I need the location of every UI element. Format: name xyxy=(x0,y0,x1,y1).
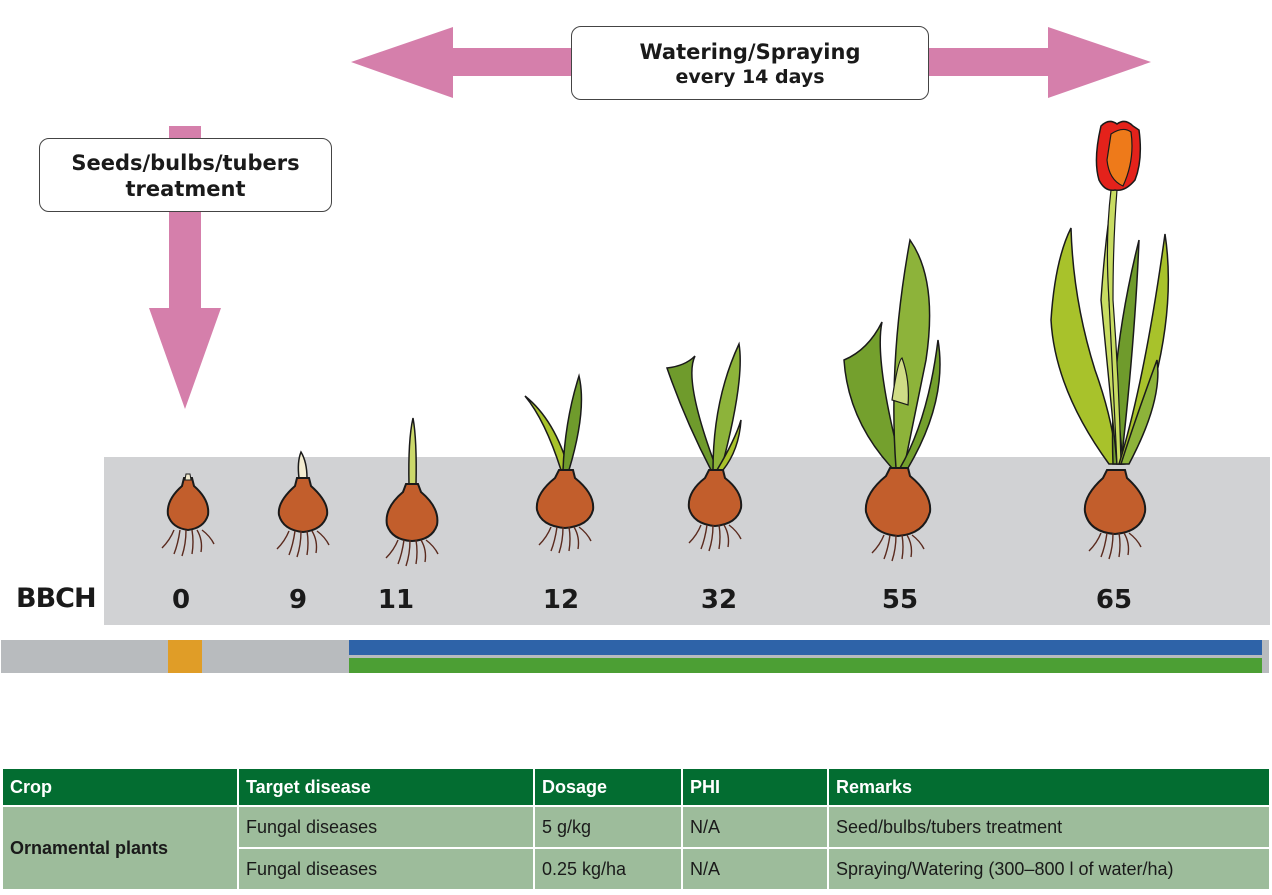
dosage-cell: 5 g/kg xyxy=(533,805,683,849)
header-dosage: Dosage xyxy=(533,767,683,807)
watering-callout-interval: every 14 days xyxy=(675,66,825,88)
header-phi: PHI xyxy=(681,767,829,807)
watering-bar xyxy=(349,640,1262,655)
bbch-stage-55: 55 xyxy=(881,585,919,615)
watering-callout-title: Watering/Spraying xyxy=(639,40,861,64)
table-row: Fungal diseases 0.25 kg/ha N/A Spraying/… xyxy=(2,847,1271,891)
header-target-disease: Target disease xyxy=(237,767,535,807)
header-remarks: Remarks xyxy=(827,767,1271,807)
remarks-cell: Seed/bulbs/tubers treatment xyxy=(827,805,1271,849)
bbch-stage-12: 12 xyxy=(542,585,580,615)
plant-stage-12 xyxy=(524,373,595,554)
bbch-stage-65: 65 xyxy=(1095,585,1133,615)
header-crop: Crop xyxy=(1,767,239,807)
remarks-cell: Spraying/Watering (300–800 l of water/ha… xyxy=(827,847,1271,891)
crop-cell: Ornamental plants xyxy=(1,805,239,891)
dosage-cell: 0.25 kg/ha xyxy=(533,847,683,891)
bbch-stage-11: 11 xyxy=(377,585,415,615)
seed-treatment-marker xyxy=(168,640,202,673)
plant-stage-9 xyxy=(276,450,330,558)
phi-cell: N/A xyxy=(681,805,829,849)
table-row: Ornamental plants Fungal diseases 5 g/kg… xyxy=(1,805,1271,891)
plant-stage-11 xyxy=(385,417,439,567)
spraying-bar xyxy=(349,658,1262,673)
growth-stage-diagram xyxy=(1,27,1270,673)
plant-stage-32 xyxy=(665,341,743,552)
bbch-stage-0: 0 xyxy=(171,585,191,615)
treatment-callout-line1: Seeds/bulbs/tubers xyxy=(71,151,300,175)
plant-stage-55 xyxy=(843,238,941,562)
treatment-table: Crop Target disease Dosage PHI Remarks O… xyxy=(1,767,1271,891)
watering-callout: Watering/Spraying every 14 days xyxy=(571,26,929,100)
bbch-stage-32: 32 xyxy=(700,585,738,615)
target-cell: Fungal diseases xyxy=(237,805,535,849)
table-header-row: Crop Target disease Dosage PHI Remarks xyxy=(1,767,1271,807)
plant-stage-0 xyxy=(161,473,215,557)
treatment-callout: Seeds/bulbs/tubers treatment xyxy=(39,138,332,212)
target-cell: Fungal diseases xyxy=(237,847,535,891)
bbch-stage-9: 9 xyxy=(288,585,308,615)
treatment-callout-line2: treatment xyxy=(125,177,246,201)
phi-cell: N/A xyxy=(681,847,829,891)
bbch-label: BBCH xyxy=(16,583,97,614)
treatment-down-arrow xyxy=(149,126,221,409)
plant-stage-65 xyxy=(1050,120,1170,560)
